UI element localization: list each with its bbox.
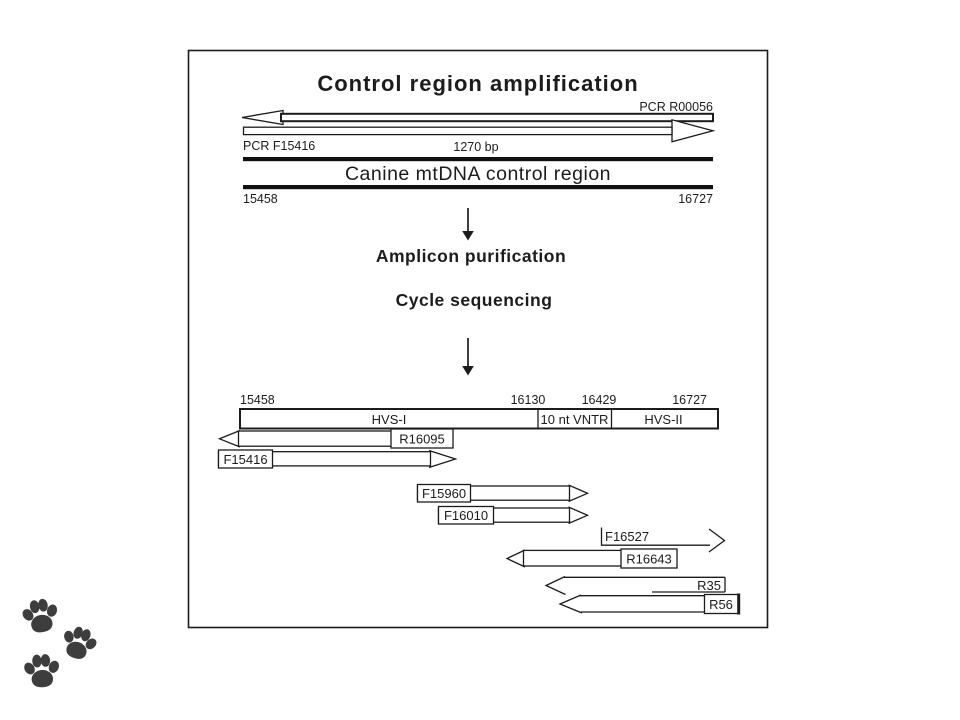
- flow-arrow-down-icon: [462, 208, 474, 241]
- primer-label-box: [390, 428, 454, 449]
- step-cycle-sequencing: Cycle sequencing: [396, 290, 553, 310]
- primer-label: R16095: [399, 432, 445, 447]
- primer-label: F15960: [422, 486, 466, 501]
- template-name: Canine mtDNA control region: [345, 163, 611, 185]
- primer-arrow-r56: R56: [558, 593, 741, 615]
- primer-arrow-f15960: F15960: [416, 483, 590, 503]
- template-start-position: 15458: [243, 192, 278, 206]
- segment-vntr-label: 10 nt VNTR: [541, 412, 609, 427]
- template-end-position: 16727: [678, 192, 713, 206]
- primer-arrow-f15416: F15416: [217, 449, 458, 469]
- pcr-forward-primer-label: PCR F15416: [243, 139, 315, 153]
- segment-hvs1-label: HVS-I: [372, 412, 407, 427]
- primer-arrow-r16643: R16643: [505, 548, 678, 569]
- left-arrowhead-icon: [544, 575, 566, 596]
- template-bottom-line: [243, 185, 713, 190]
- primer-label: R35: [697, 578, 721, 593]
- pcr-forward-arrow: [242, 118, 716, 143]
- product-size-label: 1270 bp: [453, 140, 498, 154]
- control-region-bar: HVS-I 10 nt VNTR HVS-II: [239, 408, 719, 430]
- template-top-line: [243, 157, 713, 162]
- primer-label: F16527: [605, 529, 649, 544]
- primer-label: R16643: [626, 552, 672, 567]
- flow-arrow-down-icon: [462, 338, 474, 376]
- arrow-body: [600, 527, 710, 546]
- step-amplicon-purification: Amplicon purification: [376, 246, 566, 266]
- arrow-body: [237, 430, 393, 447]
- right-arrowhead-icon: [708, 528, 726, 553]
- segment-hvs2-label: HVS-II: [644, 412, 682, 427]
- left-arrowhead-icon: [217, 429, 241, 448]
- primer-label-box: [217, 449, 274, 469]
- region-bar-outline: [239, 408, 719, 430]
- primer-arrow-f16010: F16010: [437, 505, 590, 525]
- left-arrowhead-icon: [505, 549, 526, 568]
- right-arrowhead-icon: [568, 484, 590, 503]
- primer-label-box: [620, 548, 678, 569]
- left-arrowhead-icon: [558, 594, 583, 614]
- primer-label: F15416: [223, 452, 267, 467]
- map-position-16130: 16130: [511, 393, 546, 407]
- pcr-reverse-arrow: [241, 109, 714, 126]
- right-arrowhead-icon: [568, 506, 590, 525]
- primer-label: F16010: [444, 508, 488, 523]
- pcr-reverse-primer-label: PCR R00056: [639, 100, 713, 114]
- primer-arrow-f16527: F16527: [600, 527, 726, 553]
- arrow-body: [242, 126, 673, 136]
- primer-label-box: [416, 483, 472, 503]
- map-position-15458: 15458: [240, 393, 275, 407]
- right-arrowhead-icon: [428, 449, 458, 469]
- diagram-border: [187, 49, 769, 629]
- arrow-body: [564, 576, 726, 593]
- arrow-body: [280, 112, 714, 123]
- map-position-16727: 16727: [672, 393, 707, 407]
- map-position-16429: 16429: [582, 393, 617, 407]
- diagram-title: Control region amplification: [317, 71, 638, 96]
- primer-label-box: [437, 505, 495, 525]
- primer-arrow-r16095: R16095: [217, 428, 454, 449]
- arrow-body: [522, 549, 623, 567]
- primer-arrow-r35: R35: [544, 575, 726, 596]
- primer-label: R56: [709, 597, 733, 612]
